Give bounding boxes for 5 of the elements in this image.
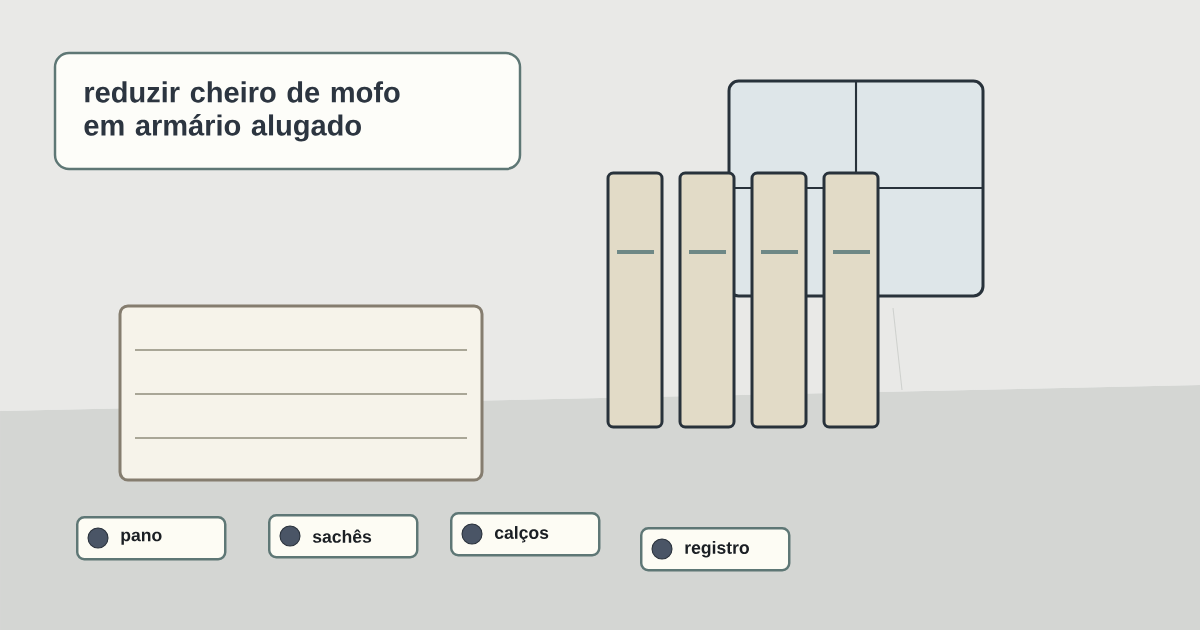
item-chip: pano <box>76 516 227 561</box>
item-chip: registro <box>640 527 791 572</box>
item-chip: sachês <box>268 514 419 559</box>
item-chip: calços <box>450 512 601 557</box>
title-card: reduzir cheiro de mofo em armário alugado <box>53 51 522 171</box>
